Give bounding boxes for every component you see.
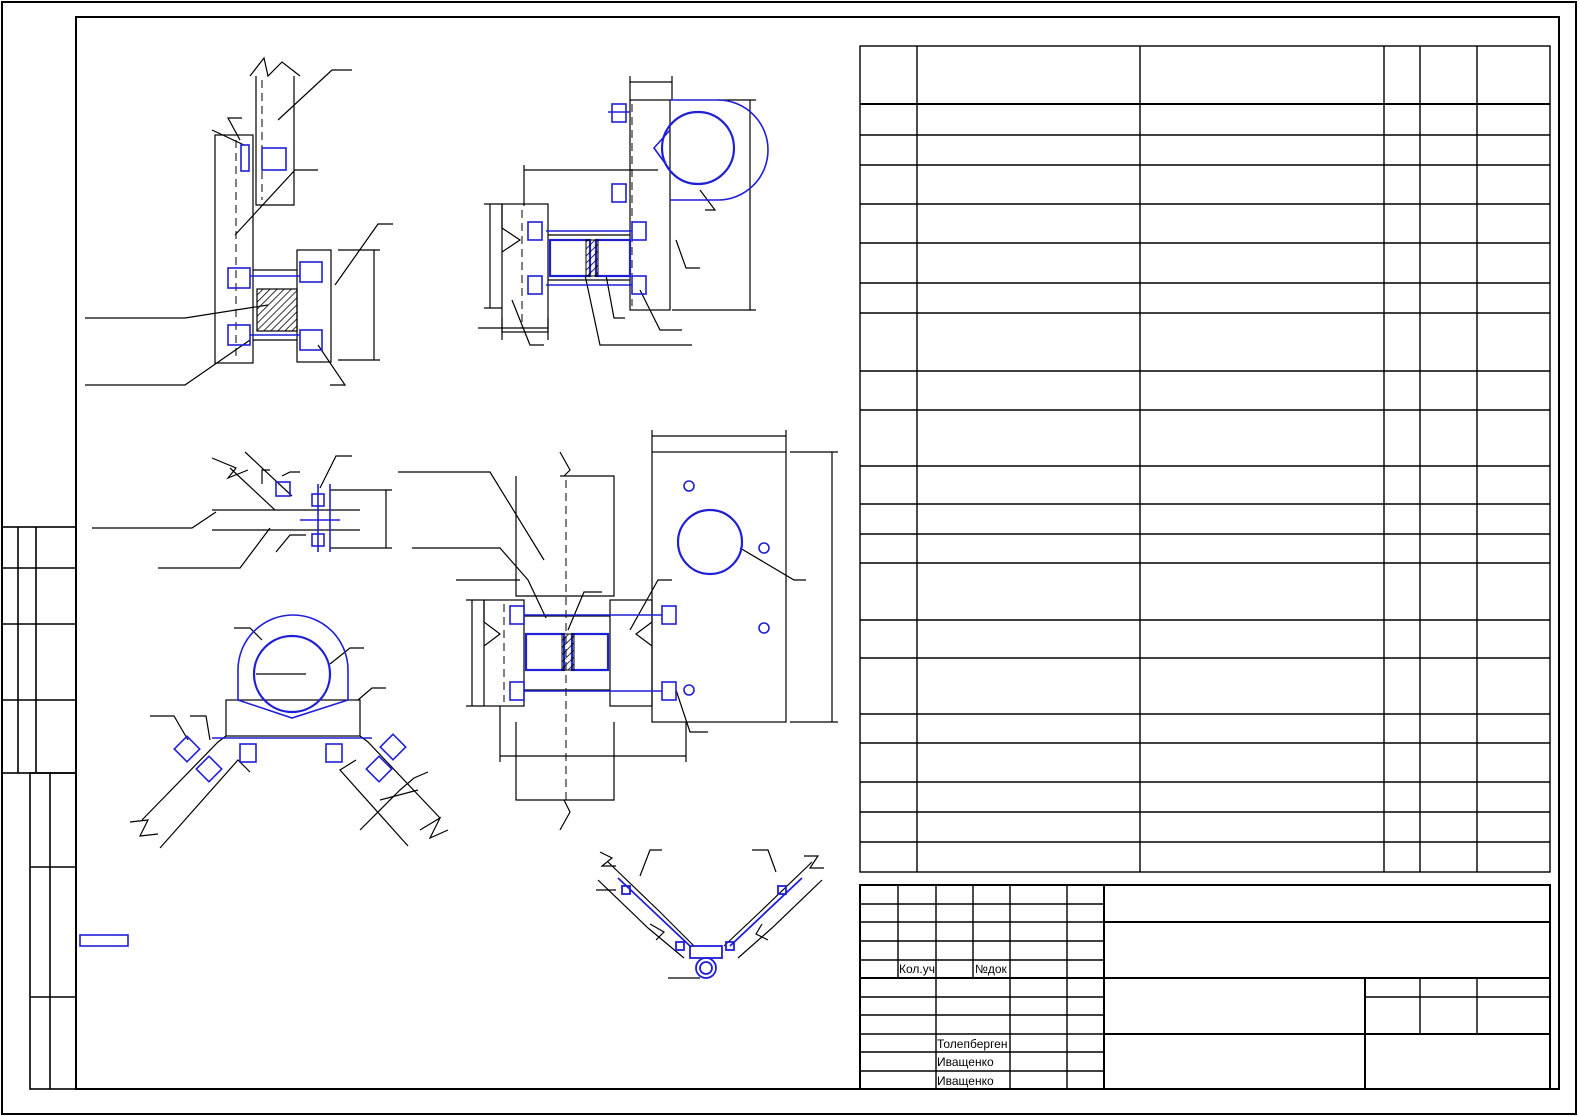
- title-block: [859, 884, 1551, 1090]
- detail-pipe-saddle: [129, 614, 449, 849]
- detail-column-pipe-plate: [398, 430, 838, 831]
- detail-column-damper: [85, 56, 393, 386]
- label-qty: Кол.уч: [899, 962, 935, 976]
- left-side-stamp: [1, 526, 77, 1090]
- designer-name: Толепберген: [937, 1037, 1007, 1051]
- checker-name: Иващенко: [937, 1055, 994, 1069]
- detail-pipe-clamp-top: [478, 76, 769, 346]
- label-doc-number: №док: [975, 962, 1008, 976]
- specification-table: [859, 45, 1551, 873]
- title-block-texts: Кол.уч №док Толепберген Иващенко Иващенк…: [899, 962, 1008, 1088]
- approver-name: Иващенко: [937, 1074, 994, 1088]
- small-stamp-box: [79, 934, 129, 947]
- detail-truss-node: [92, 451, 392, 569]
- detail-v-truss-pipe: [596, 849, 824, 979]
